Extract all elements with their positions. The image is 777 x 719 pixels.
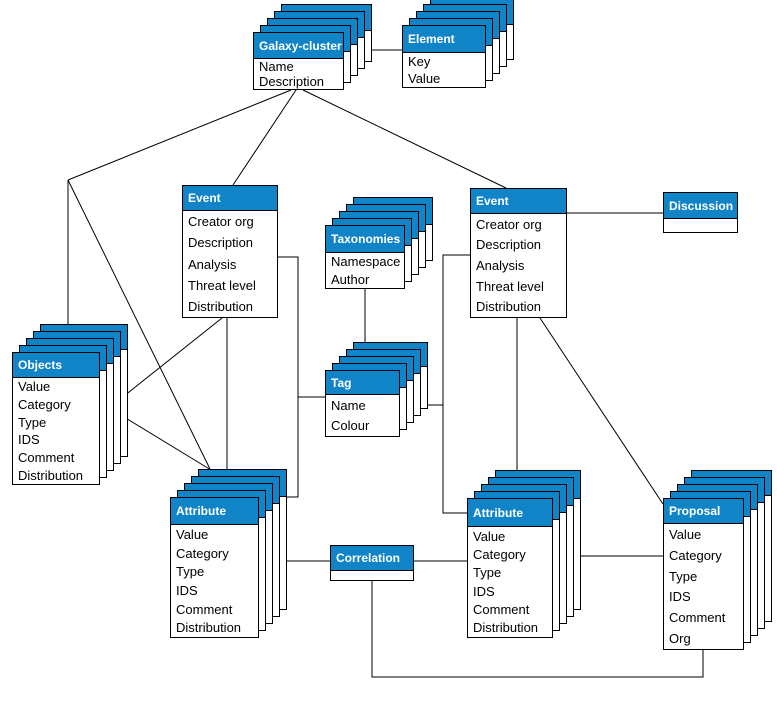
field-label: Namespace xyxy=(331,254,401,270)
field-label: Comment xyxy=(176,601,233,617)
edge-galaxy-event-left xyxy=(232,89,297,186)
field-label: Analysis xyxy=(476,257,525,273)
field-label: Value xyxy=(18,379,51,395)
field-label: Value xyxy=(408,71,441,86)
entity-title: Galaxy-cluster xyxy=(254,33,343,59)
edge-event-right-proposal xyxy=(539,317,664,505)
field-label: Description xyxy=(476,237,542,253)
field-label: Creator org xyxy=(188,214,254,230)
entity-card: Discussion xyxy=(663,192,738,233)
field-label: Type xyxy=(176,564,205,580)
field-label: Org xyxy=(669,631,691,647)
field-label: Category xyxy=(473,546,526,562)
edge-galaxy-event-right xyxy=(302,89,507,189)
edge-galaxy-junction xyxy=(67,89,292,181)
field-label: Distribution xyxy=(476,299,542,315)
field-label: Type xyxy=(18,414,47,430)
field-label: Name xyxy=(259,59,294,74)
entity-title: Correlation xyxy=(331,546,413,571)
edge-junction-attribute-left xyxy=(67,179,211,470)
field-label: Category xyxy=(18,397,71,412)
field-label: Name xyxy=(331,397,366,413)
edge-objects-attribute-left xyxy=(123,416,212,471)
field-label: Comment xyxy=(18,450,75,466)
entity-title: Proposal xyxy=(664,499,743,524)
field-label: Distribution xyxy=(188,298,254,314)
field-label: Description xyxy=(188,235,254,251)
entity-title: Tag xyxy=(326,371,399,395)
field-label: Value xyxy=(669,526,702,542)
field-label: Creator org xyxy=(476,216,542,232)
entity-title: Taxonomies xyxy=(326,226,404,253)
entity-title: Attribute xyxy=(468,499,552,527)
entity-fields xyxy=(331,571,413,580)
field-label: Distribution xyxy=(473,620,539,636)
field-label: Colour xyxy=(331,418,370,434)
field-label: Type xyxy=(669,568,698,584)
edge-bus-left-event-tag-attribute xyxy=(278,256,299,498)
field-label: Comment xyxy=(669,610,726,626)
field-label: Type xyxy=(473,565,502,581)
field-label: Description xyxy=(259,74,325,89)
field-label: IDS xyxy=(669,589,691,605)
entity-title: Element xyxy=(403,26,485,53)
entity-title: Discussion xyxy=(664,193,737,219)
field-label: Threat level xyxy=(188,277,256,293)
field-label: Comment xyxy=(473,601,530,617)
entity-title: Event xyxy=(471,189,566,214)
field-label: Key xyxy=(408,54,431,69)
field-label: Category xyxy=(176,545,229,561)
entity-title: Attribute xyxy=(171,498,258,525)
field-label: IDS xyxy=(176,582,198,598)
edge-correlation-proposal-loop xyxy=(371,581,704,678)
entity-title: Event xyxy=(183,186,277,211)
field-label: Value xyxy=(473,528,506,544)
field-label: IDS xyxy=(473,583,495,599)
field-label: Analysis xyxy=(188,256,237,272)
edge-bus-right-event-tag-attribute xyxy=(442,254,470,514)
field-label: Threat level xyxy=(476,278,544,294)
field-label: Distribution xyxy=(176,620,242,636)
field-label: Value xyxy=(176,526,209,542)
field-label: Category xyxy=(669,547,722,563)
entity-title: Objects xyxy=(13,353,99,378)
entity-card: Correlation xyxy=(330,545,414,581)
edge-event-left-objects xyxy=(123,317,223,397)
field-label: Author xyxy=(331,271,370,287)
field-label: IDS xyxy=(18,432,40,448)
entity-fields xyxy=(664,219,737,232)
field-label: Distribution xyxy=(18,467,84,483)
